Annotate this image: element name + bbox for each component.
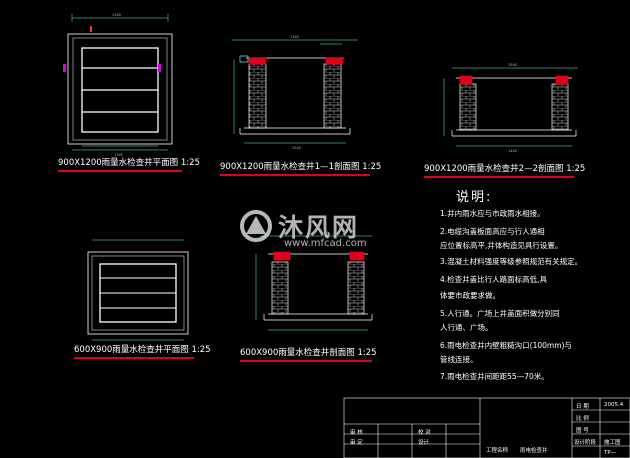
title-block-cell: 比 例 [576, 416, 589, 422]
caption-underline [220, 174, 370, 176]
title-block-cell: 2005.4 [604, 402, 624, 408]
title-block-cell: 设计 [418, 440, 430, 446]
note-line: 应位置标高平,井体构造见具行设置。 [440, 241, 563, 250]
caption-section-600: 600X900雨量水检查井剖面图 1:25 [240, 348, 377, 358]
watermark-logo-icon [240, 210, 272, 242]
section-900-2-dim-text: 1540 1440 [508, 63, 517, 153]
note-line: 3.混凝土材料强度等级参照规范有关规定。 [440, 257, 583, 266]
title-block-cell: 设计阶段 [574, 440, 597, 446]
plan-900-dim-text: 1340 1340 [112, 13, 123, 157]
notes-title: 说明: [456, 190, 493, 205]
caption-section-900-2: 900X1200雨量水检查井2—2剖面图 1:25 [424, 164, 586, 174]
watermark-name: 沐风网 [278, 213, 360, 242]
note-line: 4.检查井盖比行人路面标高低,具 [440, 275, 548, 284]
caption-section-900-1: 900X1200雨量水检查井1—1剖面图 1:25 [220, 162, 382, 172]
note-line: 5.人行通。广场上井盖面积做分别同 [440, 309, 560, 318]
svg-text:1340: 1340 [112, 13, 121, 17]
plan-900-drawing [63, 14, 173, 151]
title-block-cell: TP— [604, 450, 617, 456]
title-block-cell: 审 定 [350, 440, 363, 446]
title-block-cell: 日 期 [576, 404, 589, 410]
title-block-cell: 施工图 [604, 440, 621, 446]
svg-text:1340: 1340 [114, 153, 123, 157]
caption-underline [240, 360, 372, 362]
caption-underline [58, 170, 182, 172]
note-line: 2.电缆沟盖板面高应与行人通相 [440, 227, 545, 236]
section-900-1-drawing [232, 39, 358, 144]
title-block-cell: 工程名称 [486, 448, 509, 454]
note-line: 管线连接。 [440, 355, 478, 364]
note-line: 1.井内雨水应与市政雨水相接。 [440, 209, 545, 218]
watermark-url: www.mfcad.com [284, 238, 367, 249]
note-line: 7.雨电检查井间距距55—70米。 [440, 372, 549, 381]
caption-plan-600: 600X900雨量水检查井平面图 1:25 [74, 345, 211, 355]
section-900-1-dim-text: 1340 1240 [290, 35, 301, 150]
note-line: 人行通、广场。 [440, 323, 493, 332]
note-line: 体要市政要求做。 [440, 291, 500, 300]
title-block-frame [343, 397, 630, 458]
section-900-2-drawing [443, 67, 578, 147]
caption-underline [74, 357, 194, 359]
svg-text:1540: 1540 [508, 63, 517, 67]
svg-text:1340: 1340 [290, 35, 299, 39]
caption-plan-900: 900X1200雨量水检查井平面图 1:25 [58, 158, 200, 168]
svg-text:1240: 1240 [292, 146, 301, 150]
section-600-drawing [255, 235, 373, 331]
title-block-cell: 雨电检查井 [520, 448, 548, 454]
note-line: 6.雨电检查井内壁粗糙沟口(100mm)与 [440, 341, 572, 350]
caption-underline [424, 176, 574, 178]
svg-text:1440: 1440 [508, 149, 517, 153]
plan-600-drawing [87, 239, 189, 341]
title-block-cell: 图 号 [576, 428, 589, 434]
title-block-cell: 校 对 [418, 430, 431, 436]
title-block-cell: 审 核 [350, 430, 363, 436]
